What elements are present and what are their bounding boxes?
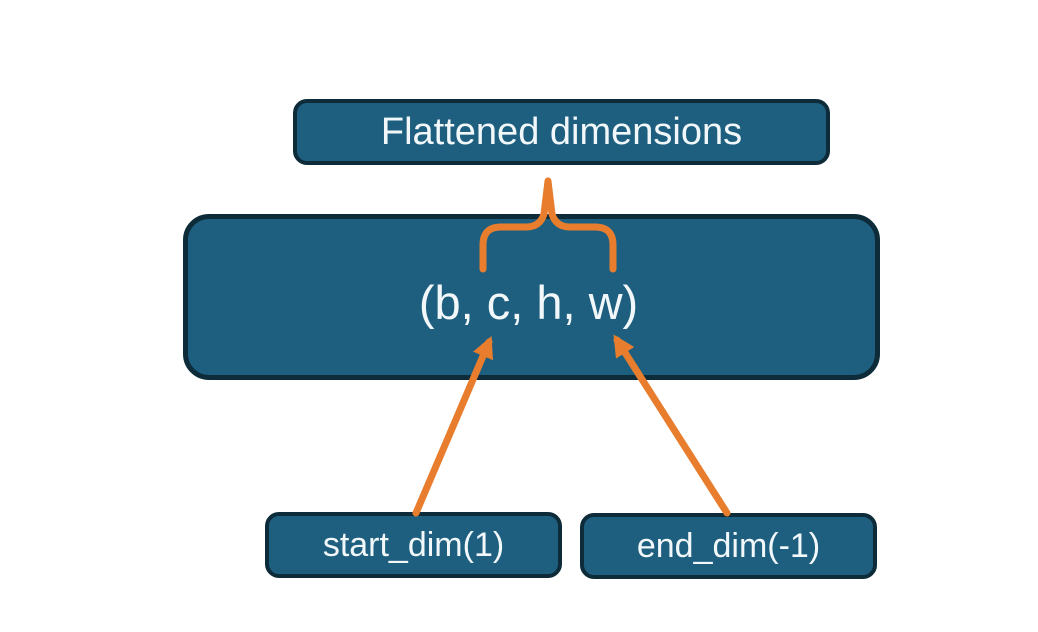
- flattened-dimensions-box: Flattened dimensions: [293, 99, 830, 165]
- start-dim-label: start_dim(1): [322, 526, 505, 564]
- tensor-shape-box: (b, c, h, w): [183, 214, 880, 380]
- tensor-shape-label: (b, c, h, w): [418, 275, 639, 329]
- start-dim-box: start_dim(1): [265, 512, 562, 578]
- end-dim-label: end_dim(-1): [636, 527, 821, 565]
- end-dim-box: end_dim(-1): [580, 513, 877, 579]
- flattened-dimensions-label: Flattened dimensions: [380, 111, 743, 153]
